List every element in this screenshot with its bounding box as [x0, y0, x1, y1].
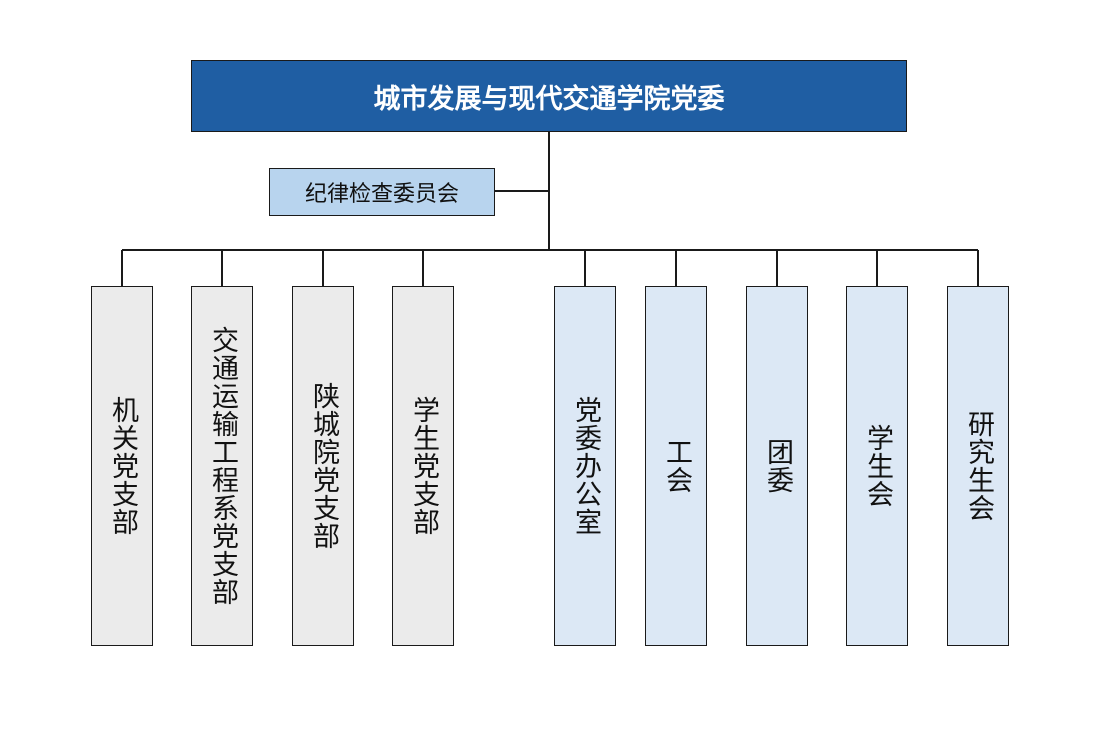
- root-label: 城市发展与现代交通学院党委: [373, 83, 725, 115]
- unit-node: 学生党支部: [392, 286, 454, 646]
- unit-label: 团委: [762, 438, 793, 494]
- unit-label: 学生党支部: [408, 396, 439, 536]
- unit-node: 党委办公室: [554, 286, 616, 646]
- unit-node: 工会: [645, 286, 707, 646]
- unit-label: 研究生会: [963, 410, 994, 522]
- root-node: 城市发展与现代交通学院党委: [191, 60, 907, 132]
- unit-node: 研究生会: [947, 286, 1009, 646]
- unit-node: 陕城院党支部: [292, 286, 354, 646]
- unit-label: 工会: [661, 438, 692, 494]
- unit-label: 学生会: [862, 424, 893, 508]
- unit-label: 党委办公室: [570, 396, 601, 536]
- discipline-committee-node: 纪律检查委员会: [269, 168, 495, 216]
- unit-node: 团委: [746, 286, 808, 646]
- unit-node: 机关党支部: [91, 286, 153, 646]
- unit-label: 交通运输工程系党支部: [207, 326, 238, 606]
- unit-node: 交通运输工程系党支部: [191, 286, 253, 646]
- unit-label: 陕城院党支部: [308, 382, 339, 550]
- unit-node: 学生会: [846, 286, 908, 646]
- unit-label: 机关党支部: [107, 396, 138, 536]
- discipline-label: 纪律检查委员会: [304, 182, 459, 207]
